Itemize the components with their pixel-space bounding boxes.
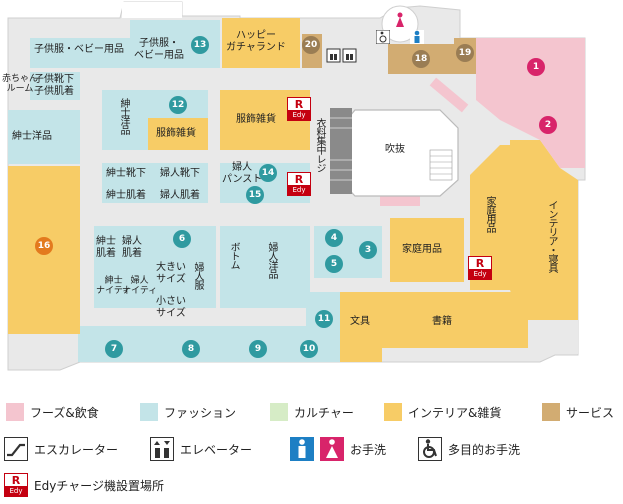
marker-9[interactable]: 9 — [249, 340, 267, 358]
marker-10[interactable]: 10 — [300, 340, 318, 358]
zone-kids-baby — [30, 38, 130, 68]
legend-multipurpose: 多目的お手洗 — [418, 437, 520, 461]
marker-11[interactable]: 11 — [315, 310, 333, 328]
marker-2[interactable]: 2 — [539, 116, 557, 134]
label-home-goods: 家庭用品 — [402, 244, 442, 255]
zone-kids-socks — [30, 72, 80, 100]
zone-6 — [94, 226, 216, 308]
wheelchair-icon — [418, 437, 442, 461]
marker-3[interactable]: 3 — [359, 241, 377, 259]
zone-bottom-womens — [220, 226, 310, 308]
label-mens-night: 紳士 ナイティ — [96, 276, 132, 297]
label-books: 書籍 — [432, 316, 452, 327]
zone-atrium-pink-1 — [380, 196, 420, 206]
legend-food: フーズ&飲食 — [6, 403, 99, 421]
map-legend: フーズ&飲食 ファッション カルチャー インテリア&雑貨 サービス エスカレータ… — [0, 395, 623, 504]
zone-stationery — [340, 292, 382, 362]
legend-interior: インテリア&雑貨 — [384, 403, 501, 421]
zone-home-goods — [390, 218, 464, 282]
legend-elevator: エレベーター — [150, 437, 252, 461]
label-home-goods-2: 家庭用品 — [484, 196, 495, 232]
label-happy-gacha: ハッピー ガチャランド — [226, 30, 286, 53]
zone-mens-goods — [102, 90, 148, 150]
wheelchair-icon — [376, 30, 390, 44]
marker-16[interactable]: 16 — [35, 237, 53, 255]
fashion-swatch — [140, 403, 158, 421]
escalator-band — [330, 108, 352, 194]
label-interior-bedding: インテリア・寝具 — [546, 200, 557, 272]
label-mens-goods: 紳士洋品 — [118, 98, 129, 134]
marker-8[interactable]: 8 — [182, 340, 200, 358]
interior-swatch — [384, 403, 402, 421]
atrium-stairs — [429, 149, 453, 181]
elevator-icon — [150, 437, 174, 461]
marker-1[interactable]: 1 — [527, 58, 545, 76]
escalator-icon — [4, 437, 28, 461]
marker-19[interactable]: 19 — [456, 44, 474, 62]
culture-swatch — [270, 403, 288, 421]
label-big-sizes: 大きい サイズ — [156, 262, 186, 285]
legend-escalator: エスカレーター — [4, 437, 118, 461]
label-baby-room: 赤ちゃん ルーム — [2, 74, 39, 95]
zone-books — [382, 292, 528, 348]
marker-5[interactable]: 5 — [325, 255, 343, 273]
label-mens-socks: 紳士靴下 — [106, 168, 146, 179]
legend-culture: カルチャー — [270, 403, 354, 421]
label-womens-clothes: 婦人服 — [192, 262, 203, 289]
marker-14[interactable]: 14 — [259, 164, 277, 182]
label-kids-baby-2: 子供服・ ベビー用品 — [134, 38, 184, 61]
floor-map: 子供服・ベビー用品 子供服・ ベビー用品 ハッピー ガチャランド 赤ちゃん ルー… — [2, 1, 586, 371]
label-womens-underwear: 婦人肌着 — [160, 190, 200, 201]
male-restroom-icon — [410, 30, 424, 44]
marker-15[interactable]: 15 — [246, 186, 264, 204]
marker-18[interactable]: 18 — [412, 50, 430, 68]
label-kids-socks: 子供靴下 子供肌着 — [34, 74, 74, 97]
female-restroom-icon — [396, 12, 404, 27]
label-womens-under-2: 婦人 肌着 — [122, 236, 142, 259]
zone-interior-bedding — [510, 140, 578, 320]
marker-7[interactable]: 7 — [105, 340, 123, 358]
marker-13[interactable]: 13 — [191, 36, 209, 54]
legend-service: サービス — [542, 403, 614, 421]
zone-happy-gacha — [222, 18, 300, 68]
label-stationery: 文具 — [350, 316, 370, 327]
label-atrium: 吹抜 — [385, 144, 405, 155]
label-mens-under-2: 紳士 肌着 — [96, 236, 116, 259]
label-bottoms: ボトム — [228, 242, 239, 269]
female-restroom-icon — [320, 437, 344, 461]
zone-atrium-pink-2 — [429, 77, 469, 113]
marker-12[interactable]: 12 — [169, 96, 187, 114]
marker-6[interactable]: 6 — [173, 230, 191, 248]
label-mens-wear: 紳士洋品 — [12, 131, 52, 142]
service-swatch — [542, 403, 560, 421]
marker-20[interactable]: 20 — [302, 36, 320, 54]
zone-accessories — [148, 118, 208, 150]
male-restroom-icon — [290, 437, 314, 461]
floor-plan-svg — [7, 1, 586, 371]
zone-food-1-2 — [476, 38, 585, 168]
legend-fashion: ファッション — [140, 403, 236, 421]
label-accessories-2: 服飾雑貨 — [236, 114, 276, 125]
label-kids-baby: 子供服・ベビー用品 — [34, 44, 124, 55]
food-swatch — [6, 403, 24, 421]
label-womens-pantyhose: 婦人 パンスト — [222, 162, 263, 185]
label-womens-wear: 婦人洋品 — [266, 242, 277, 278]
label-accessories: 服飾雑貨 — [156, 128, 196, 139]
legend-restroom: お手洗 — [290, 437, 386, 461]
label-womens-socks: 婦人靴下 — [160, 168, 200, 179]
label-small-sizes: 小さい サイズ — [156, 296, 186, 319]
zone-home-goods-2 — [470, 145, 510, 290]
zone-socks-underwear — [102, 163, 208, 203]
marker-4[interactable]: 4 — [325, 229, 343, 247]
elevator-icon — [326, 48, 357, 63]
zone-mens-wear — [8, 110, 80, 164]
label-womens-night: 婦人 ナイティ — [122, 276, 158, 297]
label-mens-underwear: 紳士肌着 — [106, 190, 146, 201]
label-clothing-register: 衣料集中レジ — [314, 118, 325, 172]
